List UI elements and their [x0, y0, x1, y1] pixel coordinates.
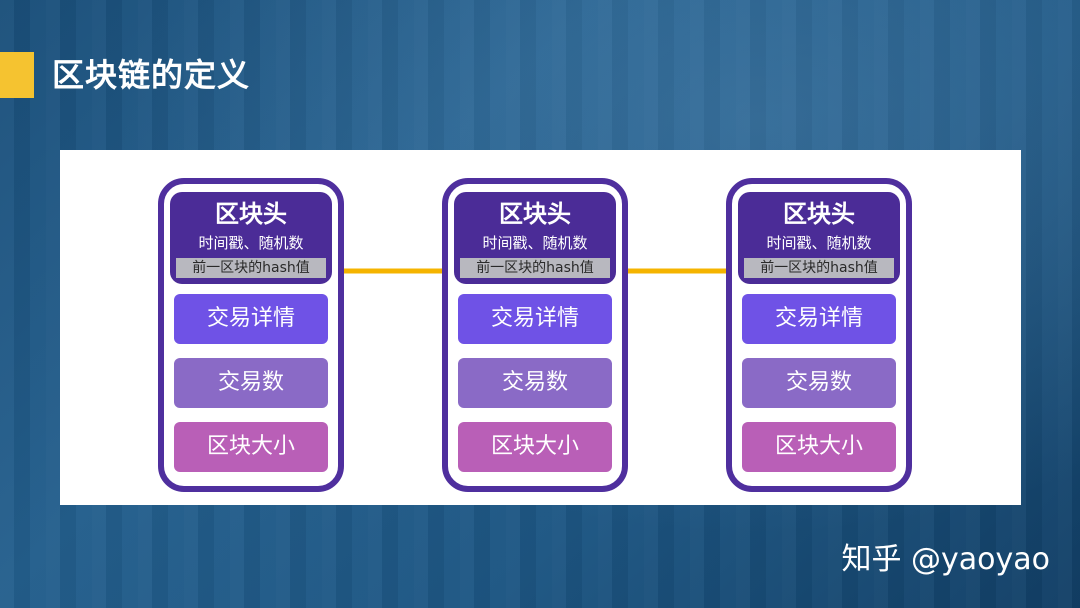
transaction-details-row: 交易详情	[458, 294, 612, 344]
block-header: 区块头 时间戳、随机数 前一区块的hash值	[170, 192, 332, 284]
author-watermark: 知乎 @yaoyao	[841, 542, 1050, 577]
block-1: 区块头 时间戳、随机数 前一区块的hash值 交易详情 交易数 区块大小	[158, 178, 344, 492]
previous-hash-label: 前一区块的hash值	[176, 258, 326, 278]
previous-hash-label: 前一区块的hash值	[744, 258, 894, 278]
previous-hash-label: 前一区块的hash值	[460, 258, 610, 278]
block-size-row: 区块大小	[458, 422, 612, 472]
transaction-details-row: 交易详情	[174, 294, 328, 344]
title-accent-bar	[0, 52, 34, 98]
block-2: 区块头 时间戳、随机数 前一区块的hash值 交易详情 交易数 区块大小	[442, 178, 628, 492]
block-header-subtitle: 时间戳、随机数	[198, 234, 304, 252]
slide-title: 区块链的定义	[52, 56, 251, 94]
block-size-row: 区块大小	[174, 422, 328, 472]
block-size-row: 区块大小	[742, 422, 896, 472]
block-header-subtitle: 时间戳、随机数	[766, 234, 872, 252]
transaction-count-row: 交易数	[174, 358, 328, 408]
block-header: 区块头 时间戳、随机数 前一区块的hash值	[454, 192, 616, 284]
block-header-subtitle: 时间戳、随机数	[482, 234, 588, 252]
transaction-details-row: 交易详情	[742, 294, 896, 344]
diagram-panel: 区块头 时间戳、随机数 前一区块的hash值 交易详情 交易数 区块大小 区块头…	[60, 150, 1021, 505]
block-header: 区块头 时间戳、随机数 前一区块的hash值	[738, 192, 900, 284]
block-header-title: 区块头	[783, 200, 855, 228]
block-3: 区块头 时间戳、随机数 前一区块的hash值 交易详情 交易数 区块大小	[726, 178, 912, 492]
transaction-count-row: 交易数	[742, 358, 896, 408]
block-header-title: 区块头	[499, 200, 571, 228]
transaction-count-row: 交易数	[458, 358, 612, 408]
block-header-title: 区块头	[215, 200, 287, 228]
